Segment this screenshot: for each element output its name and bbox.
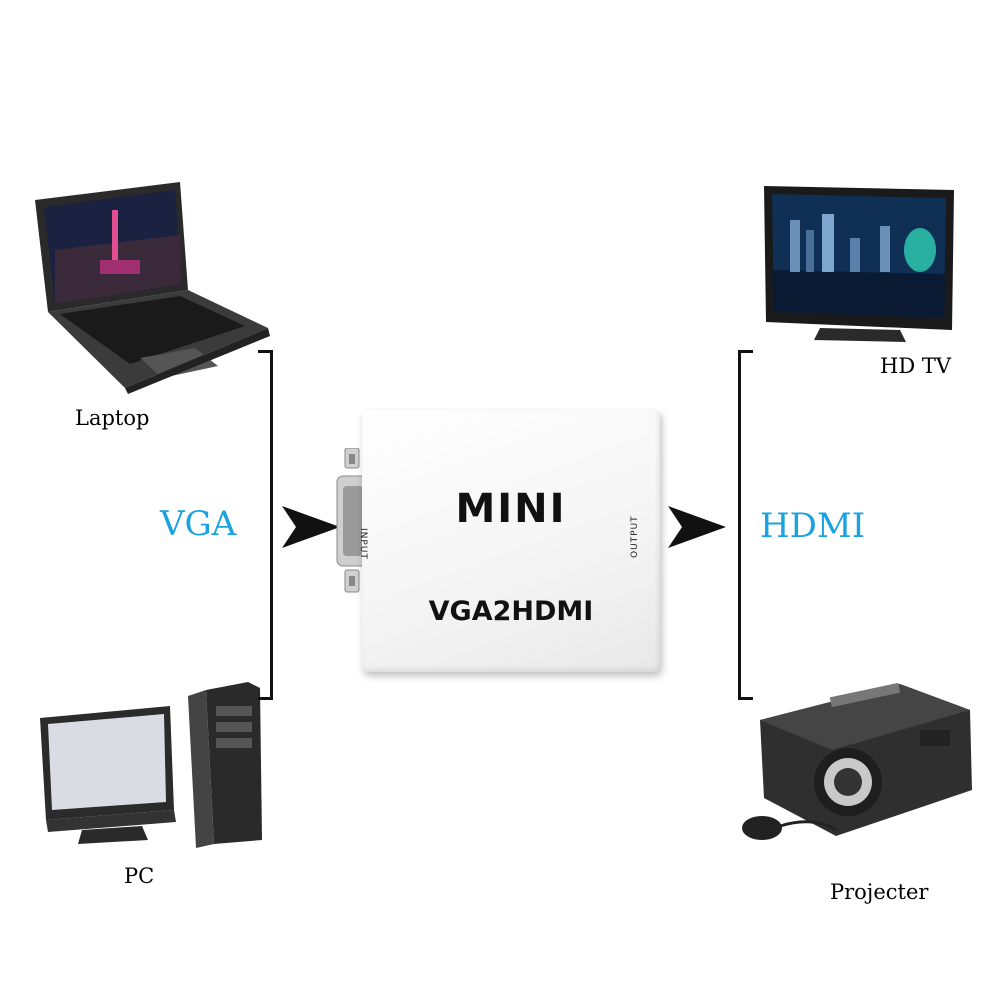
vga2hdmi-converter: MINI VGA2HDMI INPUT OUTPUT — [358, 410, 660, 672]
input-port-label: INPUT — [358, 528, 368, 560]
laptop-image — [35, 182, 270, 394]
output-port-label: OUTPUT — [630, 515, 640, 558]
pc-label: PC — [124, 864, 155, 888]
vga-connector — [336, 448, 370, 593]
converter-brand: MINI — [455, 486, 567, 532]
converter-model: VGA2HDMI — [428, 596, 594, 627]
laptop-label: Laptop — [75, 406, 150, 430]
output-arrow-icon — [668, 506, 726, 548]
hdtv-image — [764, 186, 954, 342]
hdmi-signal-label: HDMI — [760, 506, 866, 546]
input-arrow-icon — [282, 506, 340, 548]
pc-image — [40, 682, 262, 848]
vga-signal-label: VGA — [160, 504, 237, 544]
input-bracket — [258, 350, 273, 700]
projector-label: Projecter — [830, 880, 929, 904]
output-bracket — [738, 350, 753, 700]
projector-image — [742, 682, 972, 840]
hdtv-label: HD TV — [880, 354, 951, 378]
